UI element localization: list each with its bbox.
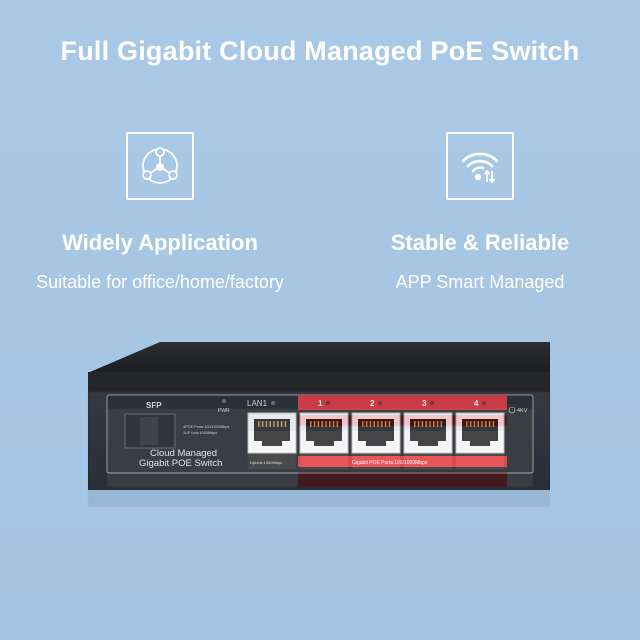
network-triangle-icon — [126, 132, 194, 200]
uplink-bottom: UpLink:1000Mbps — [250, 460, 282, 465]
poe-ports-text: 4POE Ports:100/1000Mbps — [183, 425, 229, 429]
port-label-1: 1 — [318, 399, 323, 408]
gigabit-poe-text: Gigabit POE Ports:100/1000Mbps — [352, 460, 428, 466]
feature-title: Widely Application — [62, 230, 258, 255]
brand-line2: Gigabit POE Switch — [139, 458, 222, 469]
feature-title: Stable & Reliable — [390, 230, 570, 255]
poe-port-2[interactable] — [351, 412, 401, 454]
page-title: Full Gigabit Cloud Managed PoE Switch — [60, 36, 580, 66]
feature-widely-application: Widely Application Suitable for office/h… — [0, 132, 320, 293]
switch-top — [90, 342, 550, 372]
switch-reflection — [88, 392, 550, 507]
port-led-4 — [482, 401, 486, 405]
port-led-3 — [430, 401, 434, 405]
port-label-4: 4 — [474, 399, 479, 408]
poe-red-band — [298, 395, 507, 410]
sfp-label: SFP — [146, 401, 162, 410]
surge-label: 4KV — [517, 408, 528, 414]
pwr-led — [222, 399, 226, 403]
feature-subtitle: Suitable for office/home/factory — [36, 272, 284, 292]
port-led-1 — [326, 401, 330, 405]
feature-subtitle: APP Smart Managed — [395, 272, 565, 292]
wifi-transfer-icon — [446, 132, 514, 200]
brand-line1: Cloud Managed — [150, 448, 217, 459]
poe-port-4[interactable] — [455, 412, 505, 454]
lan1-label: LAN1 — [247, 399, 268, 408]
poe-port-1[interactable] — [299, 412, 349, 454]
lan1-port[interactable] — [247, 412, 297, 454]
poe-port-3[interactable] — [403, 412, 453, 454]
uplink-text: 1UP Link:1000Mbps — [183, 431, 217, 435]
surge-icon — [508, 406, 516, 414]
port-label-3: 3 — [422, 399, 427, 408]
port-led-2 — [378, 401, 382, 405]
feature-stable-reliable: Stable & Reliable APP Smart Managed — [320, 132, 640, 293]
poe-switch-device: SFP PWR 4POE Ports:100/1000Mbps 1UP Link… — [0, 335, 640, 640]
switch-front-panel: SFP PWR 4POE Ports:100/1000Mbps 1UP Link… — [88, 342, 550, 490]
port-label-2: 2 — [370, 399, 375, 408]
pwr-label: PWR — [218, 408, 230, 414]
